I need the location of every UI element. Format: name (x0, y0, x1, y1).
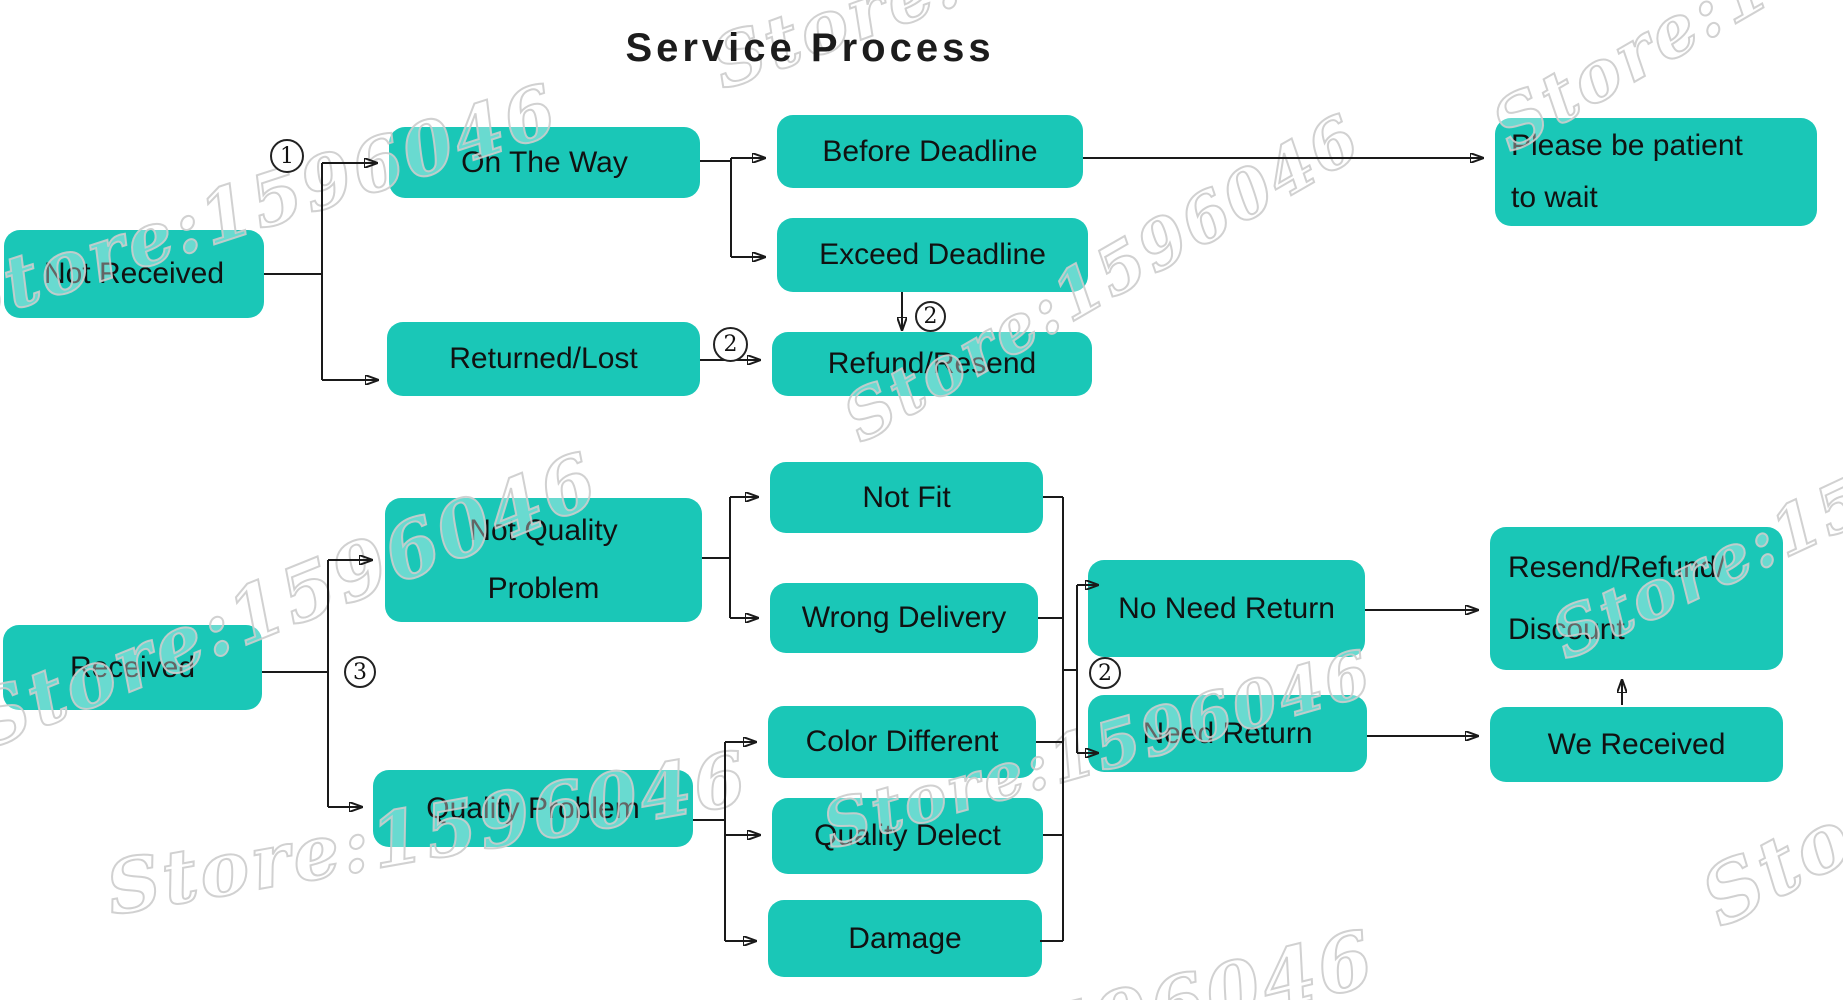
node-label: Exceed Deadline (819, 238, 1046, 271)
node-label: Resend/Refund/ Discount (1508, 537, 1725, 661)
node-quality-delect: Quality Delect (772, 798, 1043, 874)
node-label: Not Fit (862, 480, 951, 514)
node-label: Need Return (1142, 716, 1313, 750)
badge-label: 3 (353, 659, 367, 685)
node-label: We Received (1547, 727, 1726, 761)
node-label: Quality Problem (426, 791, 640, 825)
node-label: Before Deadline (822, 134, 1038, 168)
node-label: Wrong Delivery (801, 601, 1007, 634)
node-wrong-delivery: Wrong Delivery (770, 583, 1038, 653)
node-label: Color Different (805, 725, 999, 758)
badge-circled-2: 2 (1089, 657, 1121, 689)
node-please-be-patient: Please be patient to wait (1495, 118, 1817, 226)
node-label-line2: Problem (487, 572, 600, 605)
node-we-received: We Received (1490, 707, 1783, 782)
badge-label: 2 (723, 332, 738, 357)
node-label: Not Quality Problem (469, 502, 617, 618)
badge-circled-2: 2 (915, 301, 946, 332)
page-title: Service Process (625, 26, 995, 70)
badge-circled-3: 3 (344, 656, 376, 688)
node-label: Quality Delect (814, 819, 1001, 852)
node-damage: Damage (768, 900, 1042, 977)
badge-circled-2: 2 (713, 327, 748, 362)
node-not-quality-problem: Not Quality Problem (385, 498, 702, 622)
node-label-line2: Discount (1508, 612, 1625, 646)
node-received: Received (3, 625, 262, 710)
node-before-deadline: Before Deadline (777, 115, 1083, 188)
node-not-received: Not Received (4, 230, 264, 318)
badge-circled-1: 1 (270, 139, 304, 173)
node-label-line2: to wait (1511, 181, 1598, 214)
node-quality-problem: Quality Problem (373, 770, 693, 847)
node-label-line1: Resend/Refund/ (1508, 550, 1725, 584)
node-returned-lost: Returned/Lost (387, 322, 700, 396)
node-resend-refund-discount: Resend/Refund/ Discount (1490, 527, 1783, 670)
node-label: Received (69, 650, 196, 684)
node-label: On The Way (461, 145, 628, 179)
badge-label: 1 (280, 143, 294, 169)
node-need-return: Need Return (1088, 695, 1367, 772)
node-not-fit: Not Fit (770, 462, 1043, 533)
node-label: Please be patient to wait (1511, 120, 1743, 224)
node-label: No Need Return (1118, 591, 1335, 625)
badge-label: 2 (923, 304, 938, 329)
badge-label: 2 (1098, 660, 1112, 686)
node-label: Damage (848, 921, 962, 955)
node-on-the-way: On The Way (389, 127, 700, 198)
node-refund-resend: Refund/Resend (772, 332, 1092, 396)
node-exceed-deadline: Exceed Deadline (777, 218, 1088, 292)
node-label: Refund/Resend (827, 347, 1037, 380)
node-label-line1: Not Quality (469, 514, 618, 547)
node-label: Not Received (43, 257, 225, 290)
node-color-different: Color Different (768, 706, 1036, 778)
node-label-line1: Please be patient (1511, 129, 1743, 162)
node-label: Returned/Lost (449, 342, 638, 375)
node-no-need-return: No Need Return (1088, 560, 1365, 657)
